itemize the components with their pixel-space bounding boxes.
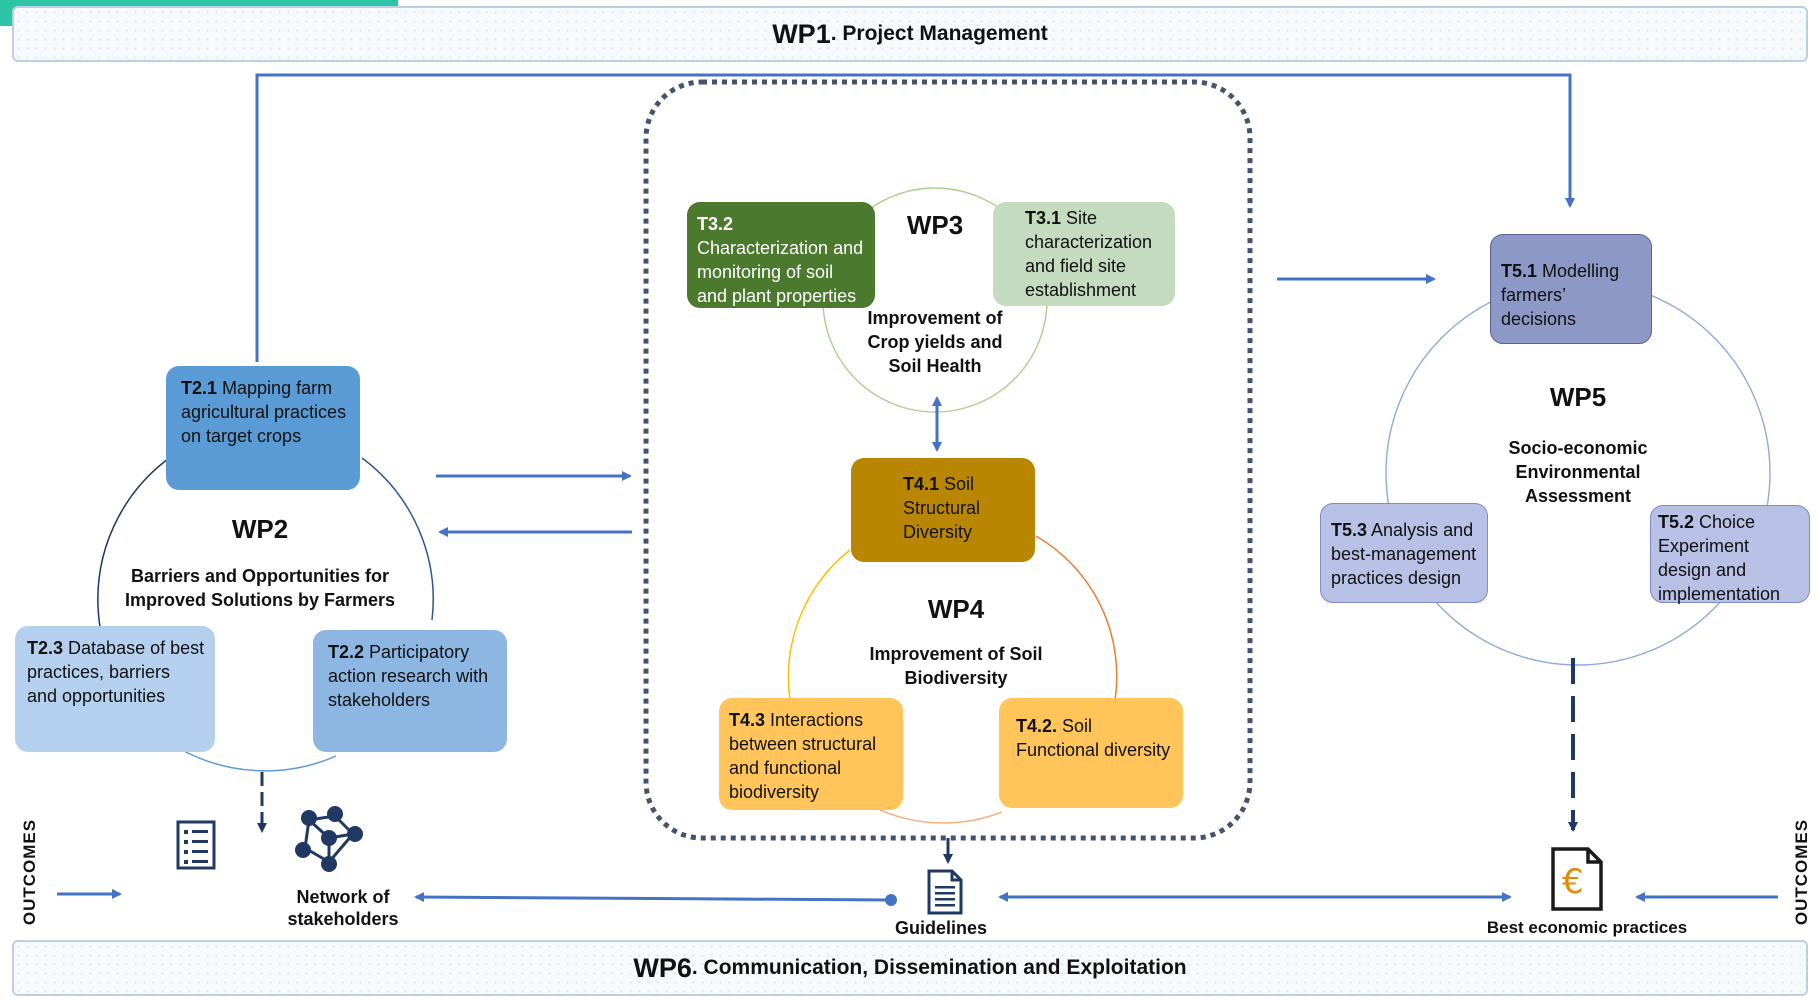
wp2-subtitle-line1: Barriers and Opportunities for bbox=[130, 566, 390, 586]
network-of-stakeholders-label: Network of stakeholders bbox=[278, 886, 408, 930]
wp3-subtitle: Improvement of Crop yields and Soil Heal… bbox=[835, 306, 1035, 378]
outcomes-label-left: OUTCOMES bbox=[20, 818, 39, 926]
task-t3-1-code: T3.1 bbox=[1025, 208, 1062, 228]
task-t5-2-text: Choice Experiment design and implementat… bbox=[1658, 512, 1781, 604]
wp4-subtitle-line2: Biodiversity bbox=[904, 668, 1008, 688]
task-t2-1-text: Mapping farm agricultural practices on t… bbox=[181, 378, 347, 446]
task-t2-1: T2.1 Mapping farm agricultural practices… bbox=[166, 366, 360, 490]
task-t4-3-code: T4.3 bbox=[729, 710, 766, 730]
task-t3-2-code: T3.2 bbox=[697, 214, 734, 234]
wp1-code: WP1 bbox=[772, 18, 831, 49]
guidelines-to-network-arrow bbox=[414, 892, 892, 903]
best-economic-practices-label: Best economic practices bbox=[1486, 918, 1688, 937]
wp2-cycle-right bbox=[361, 457, 434, 621]
task-t5-3-code: T5.3 bbox=[1331, 520, 1368, 540]
task-t2-3-code: T2.3 bbox=[27, 638, 64, 658]
guidelines-label: Guidelines bbox=[894, 918, 988, 938]
wp2-subtitle: Barriers and Opportunities for Improved … bbox=[95, 564, 425, 612]
task-t4-1-code: T4.1 bbox=[903, 474, 940, 494]
task-t4-2: T4.2. Soil Functional diversity bbox=[999, 698, 1183, 808]
wp2-to-wp5-line bbox=[255, 73, 1575, 362]
task-t5-3: T5.3 Analysis and best-management practi… bbox=[1320, 503, 1488, 603]
network-label-line2: stakeholders bbox=[287, 909, 399, 929]
wp5-title: WP5 bbox=[1549, 382, 1607, 412]
task-t2-3-text: Database of best practices, barriers and… bbox=[27, 638, 205, 706]
task-t2-2-code: T2.2 bbox=[328, 642, 365, 662]
task-t2-2: T2.2 Participatory action research with … bbox=[313, 630, 507, 752]
wp4-cycle-bottom bbox=[879, 809, 1003, 824]
task-t5-1: T5.1 Modelling farmers’ decisions bbox=[1490, 234, 1652, 344]
wp3-wp4-boundary bbox=[643, 79, 1253, 841]
wp3-subtitle-line1: Improvement of bbox=[867, 308, 1003, 328]
task-t5-1-code: T5.1 bbox=[1501, 261, 1538, 281]
task-t4-2-text: Soil Functional diversity bbox=[1016, 716, 1171, 760]
task-t3-1: T3.1 Site characterization and field sit… bbox=[993, 202, 1175, 306]
task-t5-1-text: Modelling farmers’ decisions bbox=[1501, 261, 1620, 329]
wp5-subtitle: Socio-economic Environmental Assessment bbox=[1478, 436, 1678, 508]
wp3-subtitle-line2: Crop yields and bbox=[867, 332, 1003, 352]
wp5-subtitle-line2: Environmental bbox=[1515, 462, 1641, 482]
task-t5-2-code: T5.2 bbox=[1658, 512, 1695, 532]
wp6-code: WP6 bbox=[633, 952, 692, 983]
document-icon bbox=[926, 868, 964, 921]
task-t4-1: T4.1 Soil Structural Diversity bbox=[851, 458, 1035, 562]
wp6-title: . Communication, Dissemination and Explo… bbox=[691, 956, 1187, 979]
wp3-title: WP3 bbox=[906, 210, 964, 240]
wp4-cycle-right bbox=[1035, 535, 1118, 701]
wp4-subtitle-line1: Improvement of Soil bbox=[869, 644, 1043, 664]
wp1-title: . Project Management bbox=[830, 22, 1048, 45]
task-t2-3: T2.3 Database of best practices, barrier… bbox=[15, 626, 215, 752]
wp5-subtitle-line1: Socio-economic bbox=[1508, 438, 1648, 458]
wp2-title: WP2 bbox=[231, 514, 289, 544]
wp4-subtitle: Improvement of Soil Biodiversity bbox=[826, 642, 1086, 690]
guidelines-line-dot bbox=[885, 894, 897, 906]
task-t2-1-code: T2.1 bbox=[181, 378, 218, 398]
wp4-cycle-left bbox=[787, 549, 851, 701]
checklist-icon bbox=[176, 820, 218, 877]
wp4-title: WP4 bbox=[927, 594, 985, 624]
network-icon bbox=[289, 804, 369, 881]
outcomes-label-right: OUTCOMES bbox=[1792, 818, 1811, 926]
task-t5-3-text: Analysis and best-management practices d… bbox=[1331, 520, 1477, 588]
task-t4-3-text: Interactions between structural and func… bbox=[729, 710, 877, 802]
task-t4-3: T4.3 Interactions between structural and… bbox=[719, 698, 903, 810]
task-t3-1-text: Site characterization and field site est… bbox=[1025, 208, 1153, 300]
wp5-subtitle-line3: Assessment bbox=[1524, 486, 1632, 506]
task-t3-2-text: Characterization and monitoring of soil … bbox=[697, 238, 864, 306]
wp2-subtitle-line2: Improved Solutions by Farmers bbox=[124, 590, 396, 610]
wp1-band: WP1 . Project Management bbox=[12, 6, 1808, 62]
network-label-line1: Network of bbox=[296, 887, 390, 907]
euro-document-icon: € bbox=[1550, 846, 1604, 917]
euro-symbol: € bbox=[1562, 862, 1584, 902]
wp2-cycle-bottom bbox=[185, 751, 337, 772]
task-t5-2: T5.2 Choice Experiment design and implem… bbox=[1650, 505, 1810, 604]
wp6-band: WP6 . Communication, Dissemination and E… bbox=[12, 940, 1808, 996]
task-t4-1-text: Soil Structural Diversity bbox=[903, 474, 981, 542]
wp3-subtitle-line3: Soil Health bbox=[888, 356, 982, 376]
task-t4-2-code: T4.2. bbox=[1016, 716, 1058, 736]
task-t2-2-text: Participatory action research with stake… bbox=[328, 642, 489, 710]
